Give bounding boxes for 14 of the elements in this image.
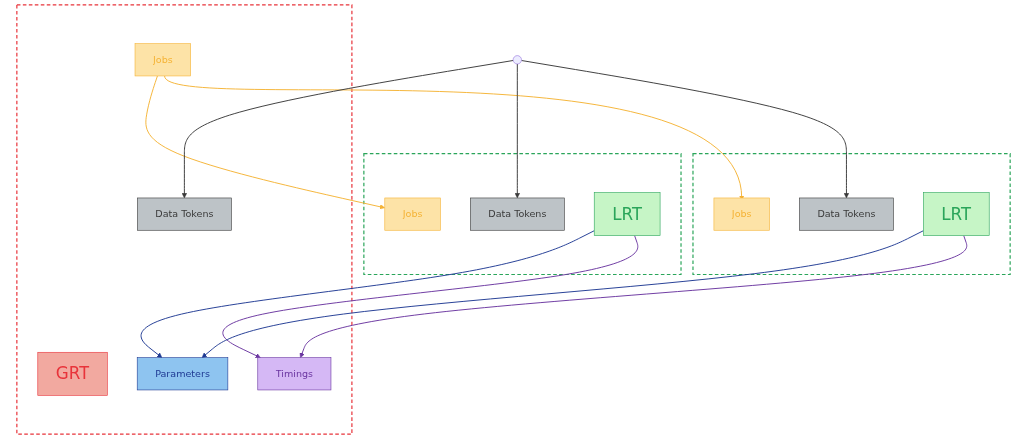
node-box	[713, 197, 770, 231]
cluster	[692, 153, 1011, 276]
cluster	[16, 4, 353, 435]
node-box	[384, 197, 441, 231]
node-box	[136, 357, 229, 391]
node-box	[923, 192, 990, 236]
node-box	[134, 43, 191, 77]
node-box	[257, 357, 332, 391]
node-box	[799, 197, 894, 231]
cluster	[363, 153, 682, 276]
node-box	[593, 192, 661, 236]
node-box	[470, 197, 565, 231]
node-box	[137, 197, 232, 231]
node-box	[37, 351, 108, 396]
